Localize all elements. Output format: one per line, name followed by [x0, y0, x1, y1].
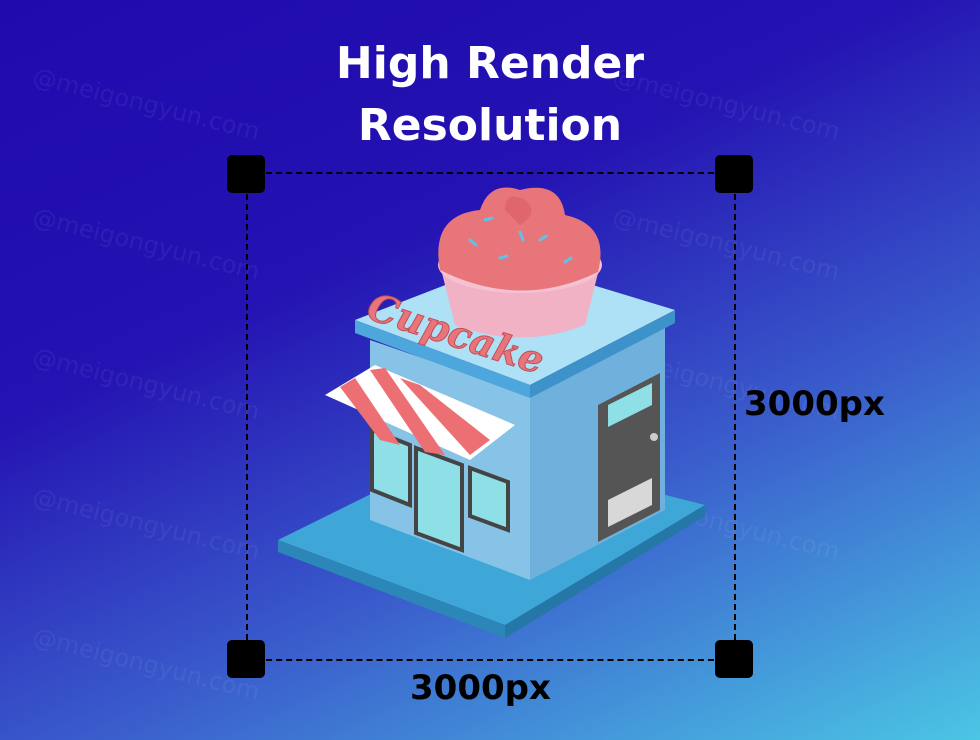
frame-bottom-line: [246, 659, 734, 661]
cupcake-frosting: [438, 187, 601, 291]
window: [370, 427, 412, 508]
width-label: 3000px: [410, 668, 551, 708]
resize-handle-bottom-left: [227, 640, 265, 678]
resize-handle-top-left: [227, 155, 265, 193]
height-label: 3000px: [744, 384, 885, 424]
resize-handle-bottom-right: [715, 640, 753, 678]
title-line-1: High Render: [335, 38, 645, 89]
frame-right-line: [734, 174, 736, 660]
window: [414, 445, 464, 553]
resize-handle-top-right: [715, 155, 753, 193]
title-line-2: Resolution: [357, 100, 623, 151]
frame-top-line: [246, 172, 734, 174]
frame-left-line: [246, 174, 248, 660]
window: [468, 465, 510, 533]
